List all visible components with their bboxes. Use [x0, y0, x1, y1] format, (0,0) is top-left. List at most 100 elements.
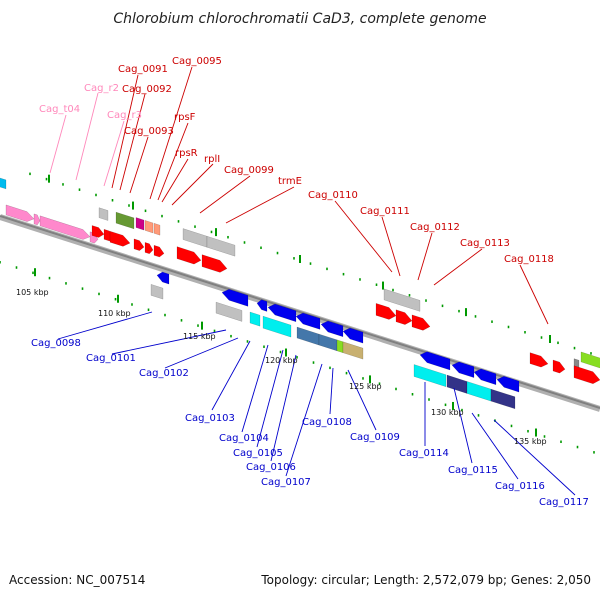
gene-glyph[interactable] — [153, 244, 165, 258]
gene-glyph[interactable] — [466, 381, 492, 402]
gene-glyph[interactable] — [115, 211, 135, 230]
leader-line — [381, 216, 401, 277]
leader-line — [347, 369, 377, 431]
gene-glyph[interactable] — [573, 365, 600, 385]
gene-glyph[interactable] — [490, 388, 516, 410]
tick-label: 110 kbp — [98, 309, 131, 318]
gene-label[interactable]: Cag_0113 — [460, 238, 510, 249]
gene-glyph[interactable] — [473, 368, 497, 386]
gene-glyph[interactable] — [451, 361, 475, 379]
gene-glyph[interactable] — [144, 220, 154, 234]
gene-glyph[interactable] — [215, 301, 243, 322]
gene-glyph[interactable] — [33, 213, 41, 226]
gene-glyph[interactable] — [5, 204, 35, 222]
gene-glyph[interactable] — [206, 235, 236, 257]
leader-line — [103, 120, 125, 187]
gene-label[interactable]: Cag_0093 — [124, 126, 174, 137]
outer-tick-track — [0, 172, 595, 454]
leader-line — [129, 136, 149, 194]
gene-label[interactable]: Cag_0099 — [224, 165, 274, 176]
gene-glyph[interactable] — [153, 222, 161, 236]
rna-gene-labels: Cag_t04 Cag_r2 Cag_r3 — [39, 83, 142, 121]
gene-glyph[interactable] — [395, 309, 413, 325]
gene-label[interactable]: Cag_0116 — [495, 481, 545, 492]
gene-label[interactable]: Cag_0117 — [539, 497, 589, 508]
gene-label[interactable]: Cag_0108 — [302, 417, 352, 428]
gene-label[interactable]: rplI — [204, 154, 220, 165]
leader-line — [334, 200, 393, 273]
gene-glyph[interactable] — [176, 246, 202, 265]
gene-label[interactable]: Cag_0110 — [308, 190, 358, 201]
gene-label[interactable]: Cag_0104 — [219, 433, 269, 444]
gene-label[interactable]: Cag_0118 — [504, 254, 554, 265]
tick-label: 105 kbp — [16, 288, 49, 297]
gene-glyph[interactable] — [411, 314, 431, 331]
gene-glyph[interactable] — [0, 177, 7, 190]
gene-glyph[interactable] — [91, 225, 105, 238]
reverse-gene-labels: Cag_0098 Cag_0101 Cag_0102 Cag_0103 Cag_… — [31, 338, 589, 508]
gene-label[interactable]: Cag_0114 — [399, 448, 449, 459]
gene-label[interactable]: Cag_r2 — [84, 83, 119, 94]
gene-glyph[interactable] — [580, 351, 600, 369]
gene-label[interactable]: Cag_r3 — [107, 110, 142, 121]
gene-glyph[interactable] — [419, 351, 451, 371]
gene-label[interactable]: Cag_0102 — [139, 368, 189, 379]
gene-glyph[interactable] — [221, 289, 249, 307]
gene-glyph[interactable] — [144, 242, 154, 255]
gene-glyph[interactable] — [318, 333, 338, 352]
forward-gene-labels: Cag_0091 Cag_0095 Cag_0092 rpsF Cag_0093… — [118, 56, 554, 265]
leader-line — [75, 92, 99, 181]
gene-glyph[interactable] — [201, 254, 228, 273]
tick-label: 130 kbp — [431, 408, 464, 417]
gene-label[interactable]: Cag_0092 — [122, 84, 172, 95]
gene-glyph[interactable] — [262, 315, 292, 338]
gene-glyph[interactable] — [133, 238, 145, 251]
gene-label[interactable]: Cag_0105 — [233, 448, 283, 459]
gene-label[interactable]: rpsF — [174, 112, 196, 123]
leader-line — [285, 363, 323, 477]
gene-glyph[interactable] — [256, 299, 268, 312]
leader-line — [433, 248, 483, 286]
gene-label[interactable]: Cag_0091 — [118, 64, 168, 75]
gene-glyph[interactable] — [296, 326, 320, 346]
gene-glyph[interactable] — [383, 288, 421, 312]
leader-line — [161, 158, 189, 203]
kbp-tick-labels: 105 kbp 110 kbp 115 kbp 120 kbp 125 kbp … — [16, 288, 547, 446]
gene-glyph[interactable] — [342, 327, 364, 344]
gene-label[interactable]: Cag_0115 — [448, 465, 498, 476]
gene-glyph[interactable] — [375, 302, 397, 320]
leader-line — [471, 412, 519, 480]
gene-glyph[interactable] — [109, 230, 131, 247]
gene-glyph[interactable] — [342, 341, 364, 360]
gene-glyph[interactable] — [150, 283, 164, 300]
gene-glyph[interactable] — [135, 217, 145, 231]
gene-glyph[interactable] — [156, 271, 170, 285]
leader-line — [57, 311, 153, 340]
gene-label[interactable]: Cag_t04 — [39, 104, 80, 115]
gene-glyph[interactable] — [249, 311, 261, 327]
gene-label[interactable]: rpsR — [175, 148, 198, 159]
leader-line — [49, 114, 67, 174]
gene-glyph[interactable] — [496, 376, 520, 393]
gene-label[interactable]: Cag_0107 — [261, 477, 311, 488]
gene-label[interactable]: Cag_0106 — [246, 462, 296, 473]
gene-label[interactable]: trmE — [278, 176, 302, 187]
gene-glyph[interactable] — [446, 374, 468, 394]
gene-label[interactable]: Cag_0109 — [350, 432, 400, 443]
gene-glyph[interactable] — [413, 364, 447, 388]
gene-glyph[interactable] — [529, 352, 549, 368]
gene-label[interactable]: Cag_0112 — [410, 222, 460, 233]
gene-glyph[interactable] — [98, 207, 109, 221]
gene-glyph[interactable] — [552, 359, 566, 374]
gene-label[interactable]: Cag_0098 — [31, 338, 81, 349]
gene-label[interactable]: Cag_0095 — [172, 56, 222, 67]
gene-glyph[interactable] — [295, 312, 321, 330]
gene-label[interactable]: Cag_0111 — [360, 206, 410, 217]
gene-glyph[interactable] — [336, 339, 344, 354]
gene-glyph[interactable] — [39, 215, 91, 240]
gene-glyph[interactable] — [182, 228, 208, 248]
gene-label[interactable]: Cag_0103 — [185, 413, 235, 424]
gene-label[interactable]: Cag_0101 — [86, 353, 136, 364]
leader-line — [149, 66, 193, 200]
